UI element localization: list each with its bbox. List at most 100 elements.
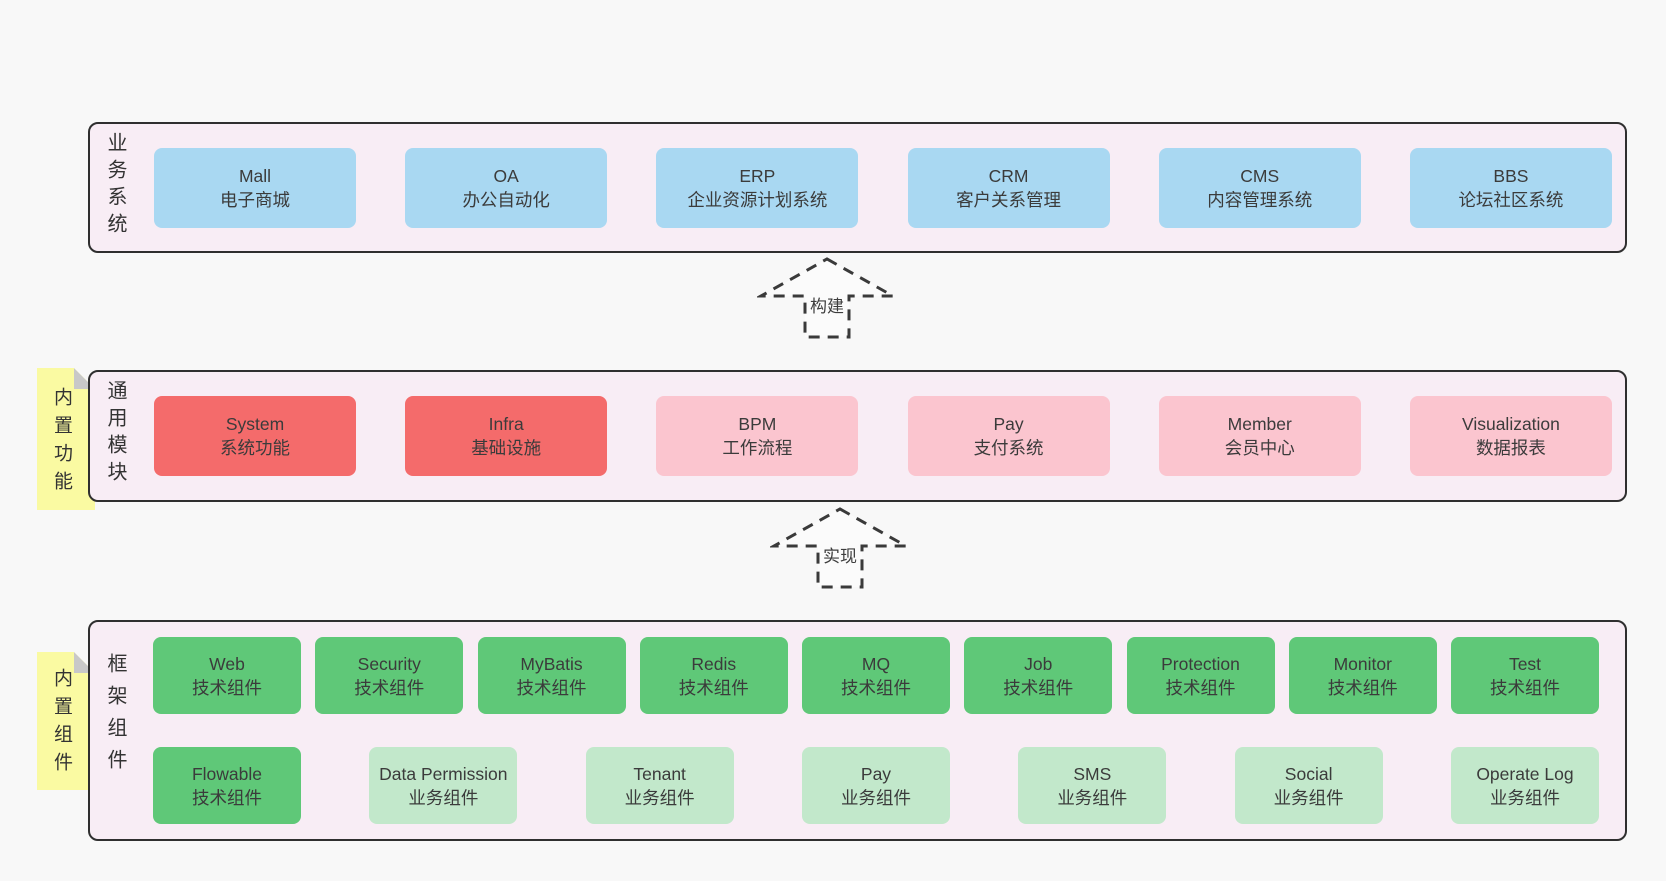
panel-title: 通用模块 — [104, 380, 126, 488]
box-title: Security — [357, 653, 421, 674]
box-title: Data Permission — [379, 763, 508, 784]
box-title: Mall — [238, 165, 272, 186]
box-row: Mall 电子商城 OA 办公自动化 ERP 企业资源计划系统 CRM 客户关系… — [154, 124, 1612, 251]
box-subtitle: 技术组件 — [1327, 677, 1398, 698]
box-title: Job — [1024, 653, 1053, 674]
box-member: Member 会员中心 — [1158, 396, 1361, 476]
box-title: MyBatis — [520, 653, 583, 674]
box-subtitle: 系统功能 — [220, 438, 290, 458]
box-title: Operate Log — [1476, 763, 1574, 784]
box-subtitle: 技术组件 — [1165, 677, 1236, 698]
box-mq: MQ 技术组件 — [802, 637, 950, 714]
box-title: CMS — [1240, 165, 1280, 186]
box-subtitle: 业务组件 — [1273, 787, 1344, 808]
box-bpm: BPM 工作流程 — [656, 396, 859, 476]
panel-title: 业务系统 — [104, 132, 126, 240]
box-erp: ERP 企业资源计划系统 — [656, 147, 859, 228]
panel-common-modules: 通用模块 System 系统功能 Infra 基础设施 BPM 工作流程 Pay… — [88, 370, 1627, 502]
box-subtitle: 会员中心 — [1224, 438, 1295, 458]
box-subtitle: 技术组件 — [678, 677, 749, 698]
box-subtitle: 基础设施 — [471, 438, 542, 458]
box-grid: Web 技术组件 Security 技术组件 MyBatis 技术组件 Redi… — [153, 637, 1599, 824]
box-infra: Infra 基础设施 — [405, 396, 608, 476]
panel-framework-components: 框架组件 Web 技术组件 Security 技术组件 MyBatis 技术组件… — [88, 620, 1627, 841]
panel-title: 框架组件 — [104, 653, 126, 781]
box-subtitle: 客户关系管理 — [956, 189, 1062, 210]
box-title: BPM — [738, 414, 777, 434]
box-crm: CRM 客户关系管理 — [907, 147, 1110, 228]
build-arrow: 构建 — [757, 256, 897, 342]
box-redis: Redis 技术组件 — [639, 637, 788, 714]
box-subtitle: 业务组件 — [408, 787, 479, 808]
box-subtitle: 技术组件 — [841, 677, 911, 698]
box-subtitle: 技术组件 — [354, 677, 425, 698]
box-title: Web — [209, 653, 245, 674]
tab-label: 内置功能 — [51, 387, 72, 499]
box-subtitle: 技术组件 — [516, 677, 587, 698]
box-title: Flowable — [191, 763, 263, 784]
box-title: Tenant — [633, 763, 686, 784]
sticky-tab-built-in-components: 内置组件 — [37, 652, 95, 790]
box-title: Redis — [691, 653, 737, 674]
box-title: BBS — [1493, 165, 1529, 186]
box-row: System 系统功能 Infra 基础设施 BPM 工作流程 Pay 支付系统… — [154, 372, 1612, 500]
box-oa: OA 办公自动化 — [405, 147, 608, 228]
arrow-label: 实现 — [820, 542, 860, 567]
box-pay-biz: Pay 业务组件 — [801, 747, 950, 824]
panel-business-systems: 业务系统 Mall 电子商城 OA 办公自动化 ERP 企业资源计划系统 CRM… — [88, 122, 1627, 253]
box-title: Visualization — [1461, 414, 1560, 434]
box-bbs: BBS 论坛社区系统 — [1409, 147, 1612, 228]
box-cms: CMS 内容管理系统 — [1158, 147, 1361, 228]
box-subtitle: 数据报表 — [1475, 438, 1546, 458]
box-title: Infra — [488, 414, 524, 434]
box-subtitle: 办公自动化 — [462, 189, 550, 210]
box-subtitle: 技术组件 — [192, 677, 262, 698]
box-system: System 系统功能 — [154, 396, 356, 476]
box-subtitle: 论坛社区系统 — [1458, 189, 1564, 210]
box-subtitle: 企业资源计划系统 — [687, 189, 828, 210]
box-security: Security 技术组件 — [315, 637, 464, 714]
box-subtitle: 电子商城 — [220, 189, 290, 210]
box-title: CRM — [988, 165, 1029, 186]
sticky-tab-built-in-features: 内置功能 — [37, 368, 95, 510]
box-sms: SMS 业务组件 — [1018, 747, 1167, 824]
box-title: SMS — [1073, 763, 1112, 784]
box-test: Test 技术组件 — [1451, 637, 1599, 714]
box-mall: Mall 电子商城 — [154, 147, 356, 228]
box-subtitle: 业务组件 — [1057, 787, 1128, 808]
box-title: Pay — [860, 763, 892, 784]
box-title: Pay — [993, 414, 1024, 434]
box-protection: Protection 技术组件 — [1126, 637, 1275, 714]
box-operate-log: Operate Log 业务组件 — [1450, 747, 1599, 824]
box-subtitle: 技术组件 — [1003, 677, 1074, 698]
box-subtitle: 内容管理系统 — [1207, 189, 1313, 210]
box-subtitle: 支付系统 — [973, 438, 1044, 458]
box-subtitle: 技术组件 — [1490, 677, 1560, 698]
box-subtitle: 业务组件 — [840, 787, 911, 808]
box-job: Job 技术组件 — [964, 637, 1113, 714]
box-subtitle: 业务组件 — [1489, 787, 1560, 808]
box-title: System — [225, 414, 285, 434]
box-mybatis: MyBatis 技术组件 — [477, 637, 626, 714]
box-title: ERP — [739, 165, 776, 186]
box-subtitle: 技术组件 — [192, 787, 262, 808]
box-pay: Pay 支付系统 — [907, 396, 1110, 476]
box-subtitle: 工作流程 — [722, 438, 793, 458]
box-title: Member — [1227, 414, 1292, 434]
box-title: Test — [1508, 653, 1542, 674]
box-tenant: Tenant 业务组件 — [585, 747, 734, 824]
box-title: Monitor — [1333, 653, 1392, 674]
box-web: Web 技术组件 — [153, 637, 301, 714]
implement-arrow: 实现 — [770, 506, 910, 592]
box-monitor: Monitor 技术组件 — [1288, 637, 1437, 714]
box-visualization: Visualization 数据报表 — [1409, 396, 1612, 476]
box-title: MQ — [861, 653, 891, 674]
box-social: Social 业务组件 — [1234, 747, 1383, 824]
box-flowable: Flowable 技术组件 — [153, 747, 301, 824]
box-title: OA — [493, 165, 519, 186]
tab-label: 内置组件 — [51, 668, 72, 780]
box-data-permission: Data Permission 业务组件 — [369, 747, 518, 824]
box-title: Social — [1284, 763, 1333, 784]
box-subtitle: 业务组件 — [624, 787, 695, 808]
